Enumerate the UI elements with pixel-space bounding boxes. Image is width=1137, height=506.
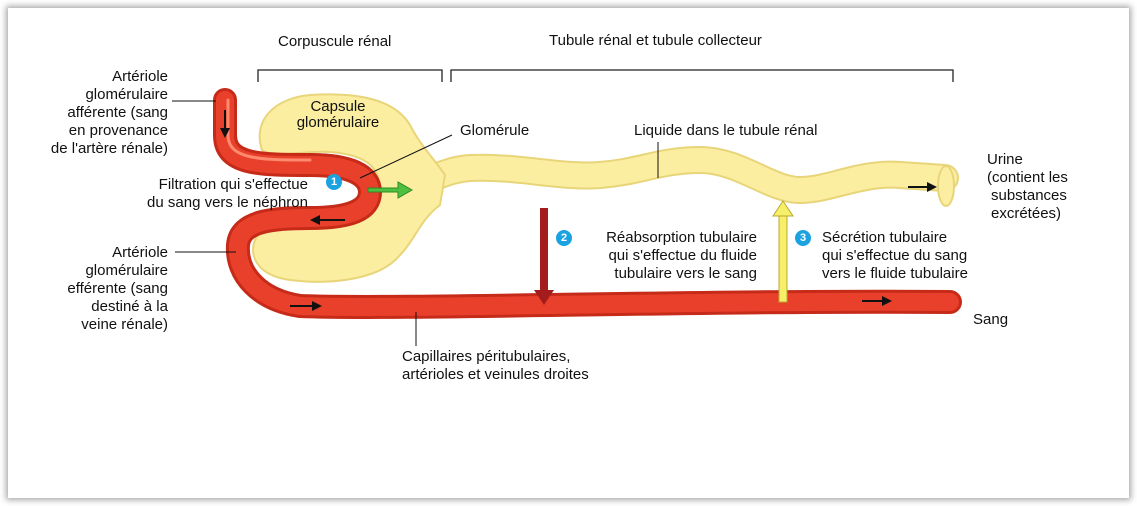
badge-3: 3 (795, 230, 811, 246)
tubule-opening (938, 166, 954, 206)
label-reabsorption: Réabsorption tubulaire qui s'effectue du… (565, 229, 757, 283)
label-urine: Urine (contient les substances excrétées… (987, 151, 1068, 223)
label-efferent-arteriole: Artériole glomérulaire efférente (sang d… (10, 244, 168, 334)
badge-1: 1 (326, 174, 342, 190)
label-glomerular-capsule: Capsule glomérulaire (278, 99, 398, 131)
header-renal-corpuscle: Corpuscule rénal (278, 33, 391, 51)
label-glomerule: Glomérule (460, 122, 529, 140)
label-tubule-fluid: Liquide dans le tubule rénal (634, 122, 817, 140)
reabsorption-arrow (540, 208, 548, 298)
label-afferent-arteriole: Artériole glomérulaire afférente (sang e… (10, 68, 168, 158)
tubule-bracket (451, 70, 953, 82)
label-capillaries: Capillaires péritubulaires, artérioles e… (402, 348, 589, 384)
header-tubule: Tubule rénal et tubule collecteur (549, 32, 762, 50)
corpuscle-bracket (258, 70, 442, 82)
label-secretion: Sécrétion tubulaire qui s'effectue du sa… (822, 229, 968, 283)
label-filtration: Filtration qui s'effectue du sang vers l… (60, 176, 308, 212)
secretion-arrow (779, 210, 787, 302)
label-blood: Sang (973, 311, 1008, 329)
